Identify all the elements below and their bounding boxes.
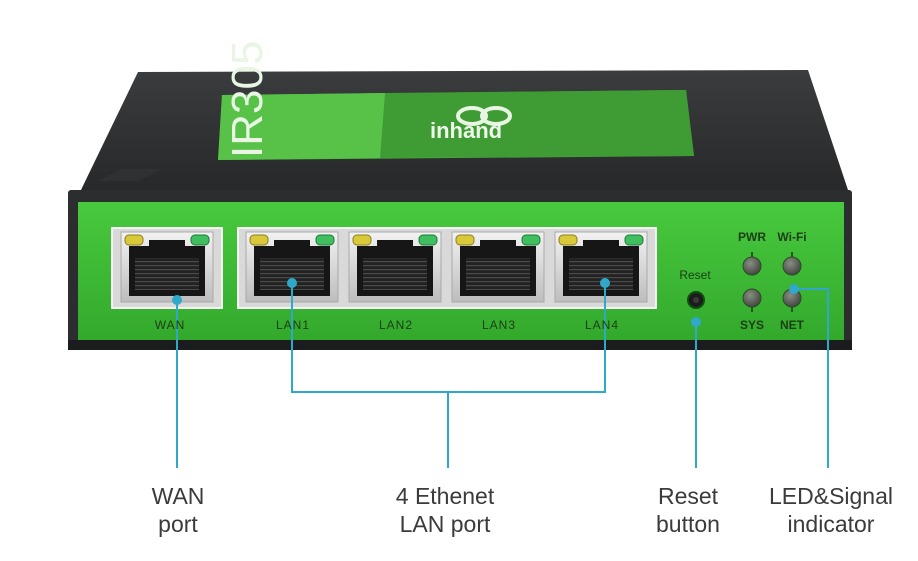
port-label-wan: WAN — [154, 318, 186, 332]
port-pins — [363, 258, 427, 290]
leader-line-led — [794, 288, 829, 468]
led-label-wifi: Wi-Fi — [777, 230, 807, 244]
callout-led: LED&Signal indicator — [768, 483, 894, 537]
leader-dot — [172, 295, 182, 305]
port-led-yellow — [455, 234, 475, 246]
status-led — [742, 256, 762, 276]
leader-dot — [287, 278, 297, 288]
model-name-text: IR305 — [223, 41, 272, 158]
port-label-lan3: LAN3 — [481, 318, 517, 332]
reset-button-hole — [693, 297, 699, 303]
leader-dot — [600, 278, 610, 288]
port-led-green — [521, 234, 541, 246]
port-led-yellow — [352, 234, 372, 246]
wan-port — [120, 231, 214, 303]
led-label-pwr: PWR — [738, 230, 766, 244]
brand-logo: inhand — [430, 106, 512, 143]
brand-logo-mark — [456, 106, 488, 126]
leader-dot — [789, 284, 799, 294]
port-latch — [480, 240, 516, 248]
brand-logo-mark — [480, 106, 512, 126]
port-latch — [583, 240, 619, 248]
lan-port-3 — [451, 231, 545, 303]
port-led-green — [418, 234, 438, 246]
status-led — [782, 256, 802, 276]
port-led-green — [190, 234, 210, 246]
port-led-yellow — [124, 234, 144, 246]
status-led — [742, 288, 762, 308]
lan-port-2 — [348, 231, 442, 303]
port-led-green — [624, 234, 644, 246]
led-label-sys: SYS — [739, 318, 764, 332]
led-label-net: NET — [780, 318, 804, 332]
port-pins — [135, 258, 199, 290]
leader-dot — [691, 317, 701, 327]
port-latch — [149, 240, 185, 248]
annotation-lines — [172, 278, 829, 468]
port-led-green — [315, 234, 335, 246]
port-label-lan1: LAN1 — [275, 318, 311, 332]
reset-label: Reset — [679, 268, 711, 282]
callout-wan: WAN port — [151, 483, 205, 537]
port-led-yellow — [249, 234, 269, 246]
brand-name-text: inhand — [430, 118, 502, 143]
port-label-lan2: LAN2 — [378, 318, 414, 332]
port-latch — [274, 240, 310, 248]
callout-reset: Reset button — [656, 483, 720, 537]
port-led-yellow — [558, 234, 578, 246]
lan-port-4 — [554, 231, 648, 303]
callout-lan: 4 Ethenet LAN port — [395, 483, 495, 537]
port-pins — [466, 258, 530, 290]
port-label-lan4: LAN4 — [584, 318, 620, 332]
port-latch — [377, 240, 413, 248]
